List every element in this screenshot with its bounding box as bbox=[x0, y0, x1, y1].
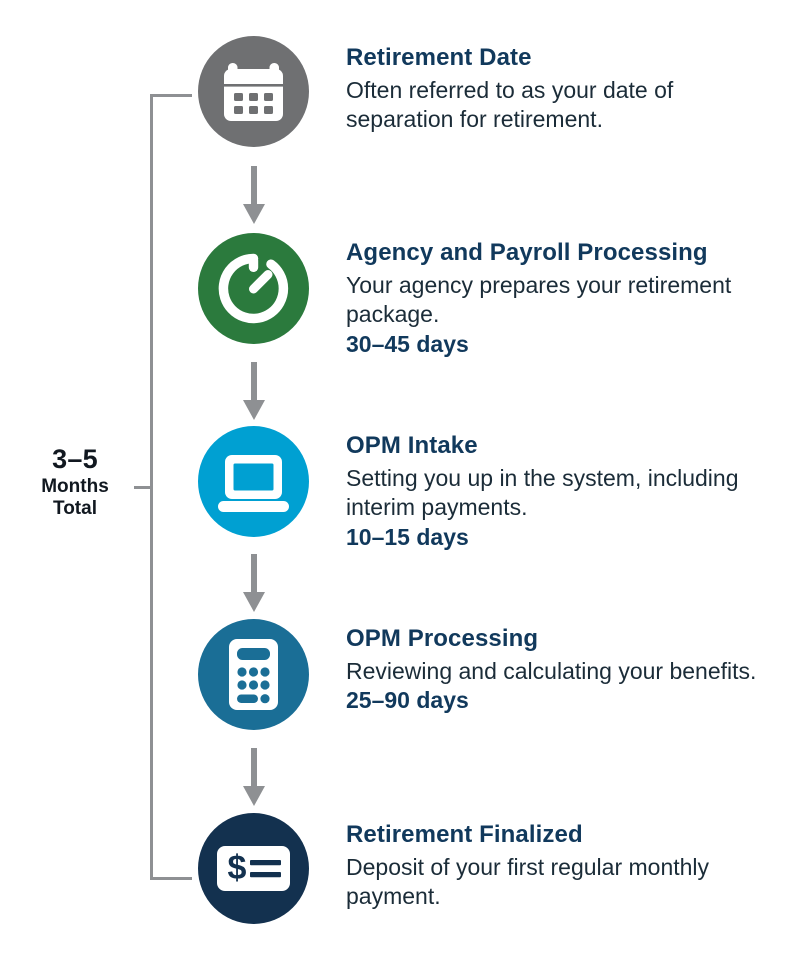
step-text-block: Agency and Payroll Processing Your agenc… bbox=[346, 239, 776, 360]
calculator-icon bbox=[198, 619, 309, 730]
bracket-top-arm bbox=[150, 94, 192, 97]
laptop-icon bbox=[198, 426, 309, 537]
calendar-icon bbox=[198, 36, 309, 147]
step-description: Deposit of your first regular monthly pa… bbox=[346, 853, 710, 910]
step-duration: 10–15 days bbox=[346, 524, 469, 551]
stopwatch-icon bbox=[198, 233, 309, 344]
check-payment-icon: $ bbox=[198, 813, 309, 924]
step-title: Retirement Date bbox=[346, 44, 532, 71]
step-description: Your agency prepares your retirement pac… bbox=[346, 271, 732, 328]
step-description: Often referred to as your date of separa… bbox=[346, 76, 674, 133]
total-duration-unit: Months bbox=[41, 475, 109, 497]
bracket-center-tick bbox=[134, 486, 150, 489]
bracket-vertical-line bbox=[150, 94, 153, 880]
arrow-down-icon bbox=[240, 362, 268, 424]
step-title: Agency and Payroll Processing bbox=[346, 239, 708, 266]
step-description: Setting you up in the system, including … bbox=[346, 464, 739, 521]
timeline-bracket bbox=[134, 94, 194, 880]
step-text-block: OPM Intake Setting you up in the system,… bbox=[346, 432, 776, 553]
step-duration: 25–90 days bbox=[346, 687, 469, 714]
step-title: Retirement Finalized bbox=[346, 821, 583, 848]
arrow-down-icon bbox=[240, 554, 268, 616]
step-text-block: OPM Processing Reviewing and calculating… bbox=[346, 625, 776, 716]
step-text-block: Retirement Finalized Deposit of your fir… bbox=[346, 821, 776, 912]
step-title: OPM Intake bbox=[346, 432, 478, 459]
step-text-block: Retirement Date Often referred to as you… bbox=[346, 44, 776, 135]
bracket-bottom-arm bbox=[150, 877, 192, 880]
total-duration-label: 3–5 Months Total bbox=[16, 444, 134, 520]
total-duration-scope: Total bbox=[53, 497, 97, 519]
arrow-down-icon bbox=[240, 166, 268, 228]
total-duration-range: 3–5 bbox=[52, 444, 98, 474]
arrow-down-icon bbox=[240, 748, 268, 810]
svg-text:$: $ bbox=[228, 849, 247, 887]
step-description: Reviewing and calculating your benefits. bbox=[346, 657, 757, 684]
step-title: OPM Processing bbox=[346, 625, 539, 652]
step-duration: 30–45 days bbox=[346, 331, 469, 358]
